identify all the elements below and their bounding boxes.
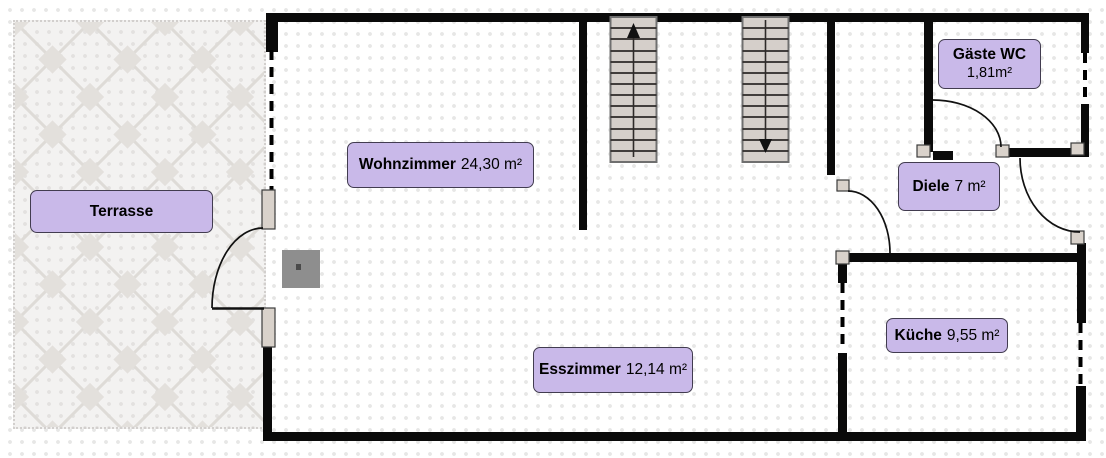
wall-segment-wc-south-stub	[933, 151, 953, 160]
wall-segment-kueche-west-top	[838, 262, 847, 283]
wall-segment-stairwell-left	[579, 13, 587, 230]
door-jamb	[261, 307, 276, 348]
room-name: Küche	[894, 326, 942, 344]
wall-segment-east-top	[1081, 13, 1089, 53]
door-swing-arc-terrace	[211, 227, 264, 309]
down-arrow-icon	[759, 139, 772, 153]
room-label-gaeste-wc[interactable]: Gäste WC 1,81m²	[938, 39, 1041, 89]
staircase-down	[741, 16, 790, 163]
wall-segment-east-kueche-upper	[1077, 243, 1086, 323]
room-label-esszimmer[interactable]: Esszimmer 12,14 m²	[533, 347, 693, 393]
wall-segment-east-kueche-lower	[1076, 386, 1086, 441]
room-label-diele[interactable]: Diele 7 m²	[898, 162, 1000, 211]
windows	[269, 50, 1087, 386]
door-jamb	[835, 250, 850, 265]
door-jamb	[995, 144, 1010, 158]
room-name: Terrasse	[89, 202, 154, 220]
doors	[211, 99, 1081, 310]
wall-segment-wc-south-main	[1008, 148, 1089, 157]
up-arrow-icon	[627, 23, 640, 38]
door-jamb	[916, 144, 931, 158]
door-jamb	[1070, 230, 1085, 245]
door-jamb	[836, 179, 850, 192]
room-name: Diele	[912, 177, 950, 195]
walls	[263, 13, 1089, 441]
chimney-block	[282, 250, 320, 288]
door-swing-arc-wc	[932, 99, 1002, 148]
room-name: Wohnzimmer	[358, 156, 456, 173]
wall-segment-east-mid	[1081, 104, 1089, 149]
door-jambs	[261, 142, 1085, 348]
wall-segment-wc-west	[924, 13, 933, 152]
wall-segment-diele-south	[838, 253, 1078, 262]
room-label-terrasse[interactable]: Terrasse	[30, 190, 213, 233]
room-area: 12,14 m²	[625, 361, 688, 378]
wall-segment-bottom	[263, 432, 1085, 441]
room-name: Gäste WC	[952, 46, 1027, 63]
room-area: 9,55 m²	[946, 326, 1000, 344]
door-jamb	[1070, 142, 1085, 156]
wall-segment-kueche-west-bottom	[838, 353, 847, 433]
staircase-up	[609, 16, 658, 163]
door-swing-arc-kueche	[1019, 157, 1081, 233]
room-label-kueche[interactable]: Küche 9,55 m²	[886, 318, 1008, 353]
room-name: Esszimmer	[538, 361, 621, 378]
chimney-mark	[296, 264, 301, 270]
wall-segment-left-top-stub	[266, 13, 278, 52]
room-label-wohnzimmer[interactable]: Wohnzimmer 24,30 m²	[347, 142, 534, 188]
room-area: 7 m²	[954, 177, 986, 195]
wall-segment-left-lower	[263, 346, 272, 441]
wall-segment-top	[268, 13, 1089, 22]
door-swing-arc-diele-west	[847, 190, 891, 254]
wall-segment-stairwell-right	[827, 13, 835, 175]
room-area: 1,81m²	[966, 64, 1013, 81]
door-jamb	[261, 189, 276, 230]
room-area: 24,30 m²	[460, 156, 523, 173]
